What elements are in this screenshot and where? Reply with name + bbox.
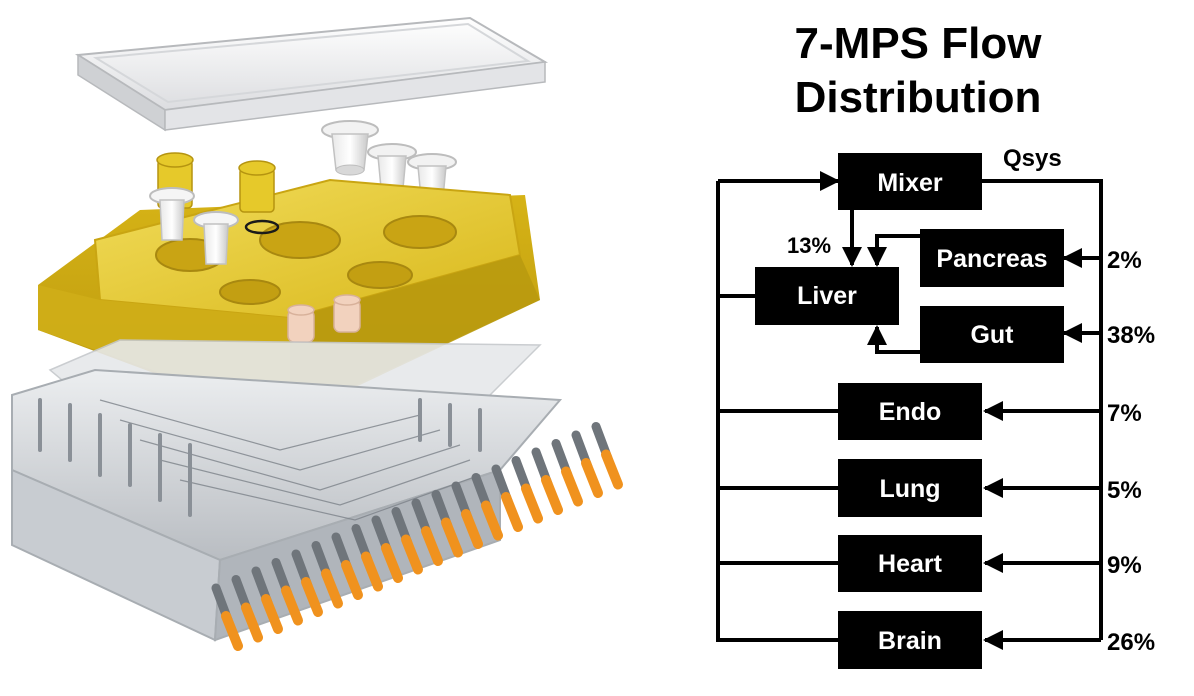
- organ-box-gut: Gut: [920, 306, 1064, 363]
- tubing-port: [571, 430, 603, 498]
- tubing-port: [551, 439, 583, 507]
- label-heart: Heart: [878, 550, 943, 578]
- label-gut: Gut: [970, 321, 1014, 349]
- pct-lung: 5%: [1107, 477, 1142, 504]
- tubing-port: [351, 524, 383, 592]
- organ-box-lung: Lung: [838, 459, 982, 517]
- flow-distribution-diagram: 7-MPS Flow Distribution: [716, 19, 1155, 669]
- tubing-port: [231, 575, 263, 643]
- tubing-port: [251, 566, 283, 634]
- tubing-port: [391, 507, 423, 575]
- device-lid: [74, 16, 549, 132]
- label-pancreas: Pancreas: [936, 245, 1047, 273]
- pct-pancreas: 2%: [1107, 247, 1142, 274]
- tubing-port: [331, 532, 363, 600]
- label-liver: Liver: [797, 282, 857, 310]
- device-exploded-render: [11, 16, 623, 651]
- organ-box-pancreas: Pancreas: [920, 229, 1064, 287]
- reservoir-caps-clear: [321, 120, 457, 199]
- diagram-title-line1: 7-MPS Flow: [795, 19, 1043, 68]
- tubing-port: [591, 422, 623, 490]
- pct-heart: 9%: [1107, 552, 1142, 579]
- label-lung: Lung: [879, 475, 940, 503]
- tubing-port: [211, 583, 243, 651]
- diagram-title-line2: Distribution: [795, 73, 1042, 122]
- tubing-port: [291, 549, 323, 617]
- organ-box-endo: Endo: [838, 383, 982, 440]
- tubing-port: [491, 464, 523, 532]
- tubing-port: [531, 447, 563, 515]
- pct-endo: 7%: [1107, 400, 1142, 427]
- tubing-port: [471, 473, 503, 541]
- tubing-port: [311, 541, 343, 609]
- tubing-port: [451, 481, 483, 549]
- organ-box-mixer: Mixer: [838, 153, 982, 210]
- organ-box-heart: Heart: [838, 535, 982, 592]
- return-rail-left: [716, 181, 838, 642]
- system-flow-label: Qsys: [1003, 145, 1062, 172]
- pct-brain: 26%: [1107, 629, 1155, 656]
- tubing-port: [271, 558, 303, 626]
- tubing-ports-orange: [211, 422, 623, 651]
- pct-liver: 13%: [787, 233, 831, 258]
- label-mixer: Mixer: [877, 169, 943, 197]
- tubing-port: [411, 498, 443, 566]
- organ-box-brain: Brain: [838, 611, 982, 669]
- tubing-port: [431, 490, 463, 558]
- label-brain: Brain: [878, 627, 942, 655]
- tubing-port: [371, 515, 403, 583]
- organ-box-liver: Liver: [755, 267, 899, 325]
- pneumatic-base-plate: [11, 368, 623, 651]
- tubing-port: [511, 456, 543, 524]
- label-endo: Endo: [879, 398, 942, 426]
- pct-gut: 38%: [1107, 322, 1155, 349]
